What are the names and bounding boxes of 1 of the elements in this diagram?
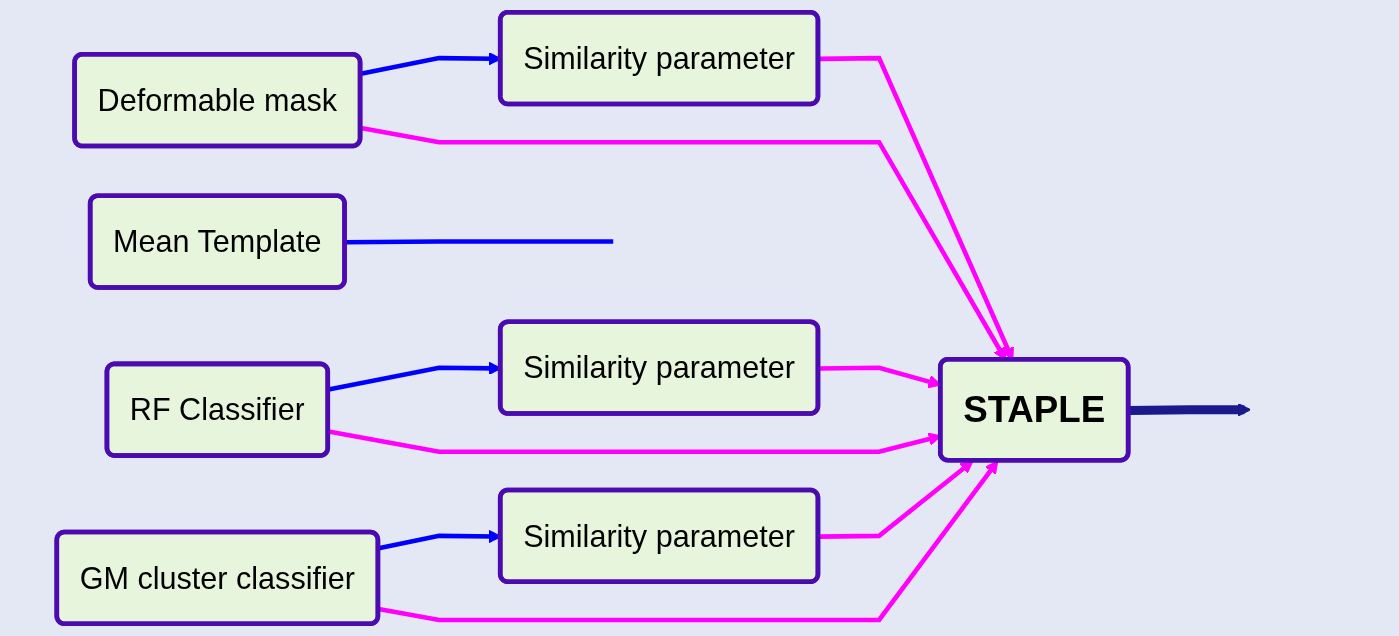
connector	[345, 239, 614, 245]
